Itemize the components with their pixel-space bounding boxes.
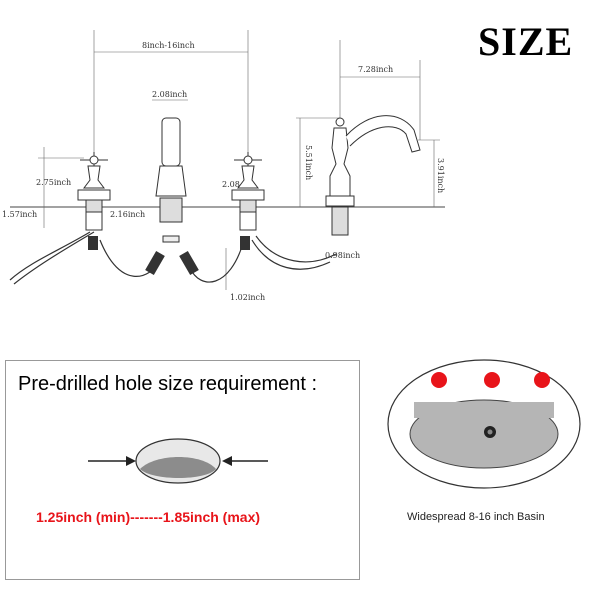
hole-size-panel: Pre-drilled hole size requirement : 1.25… — [5, 360, 360, 580]
spout-width-label: 7.28inch — [358, 65, 393, 74]
basin-hole-center — [484, 372, 500, 388]
center-valve — [155, 117, 187, 243]
basin-caption: Widespread 8-16 inch Basin — [407, 511, 545, 523]
supply-hoses — [9, 231, 337, 285]
spout-height-dimension — [296, 117, 340, 207]
hole-size-range: 1.25inch (min)-------1.85inch (max) — [36, 509, 261, 525]
handle-height-label: 2.75inch — [36, 178, 71, 187]
basin-hole-right — [534, 372, 550, 388]
faucet-dimension-diagram: 8inch-16inch 7.28inch 5.51inch 3.91inch … — [2, 30, 445, 302]
hole-size-title: Pre-drilled hole size requirement : — [18, 373, 318, 395]
spread-dimension — [93, 30, 249, 160]
spread-label: 8inch-16inch — [142, 41, 195, 50]
reach-height-label: 3.91inch — [436, 158, 445, 193]
reach-height-dimension — [418, 139, 440, 207]
spout — [325, 115, 421, 236]
shank-length-label: 1.57inch — [2, 210, 37, 219]
basin-hole-left — [431, 372, 447, 388]
handle-right-label: 2.08 — [222, 180, 240, 189]
hole-illustration — [88, 438, 268, 484]
shank-middle-label: 2.16inch — [110, 210, 145, 219]
hose-connectors — [88, 236, 250, 276]
page-title: SIZE — [478, 19, 574, 64]
spout-width-dimension — [339, 40, 421, 140]
handle-height-dimension — [38, 147, 84, 207]
spout-height-label: 5.51inch — [304, 145, 313, 180]
spout-shank-label: 0.98inch — [325, 251, 360, 260]
basin-illustration — [387, 359, 581, 489]
left-handle — [77, 152, 111, 231]
right-handle — [231, 152, 265, 231]
handle-top-label: 2.08inch — [152, 90, 187, 99]
connector-label: 1.02inch — [230, 293, 265, 302]
